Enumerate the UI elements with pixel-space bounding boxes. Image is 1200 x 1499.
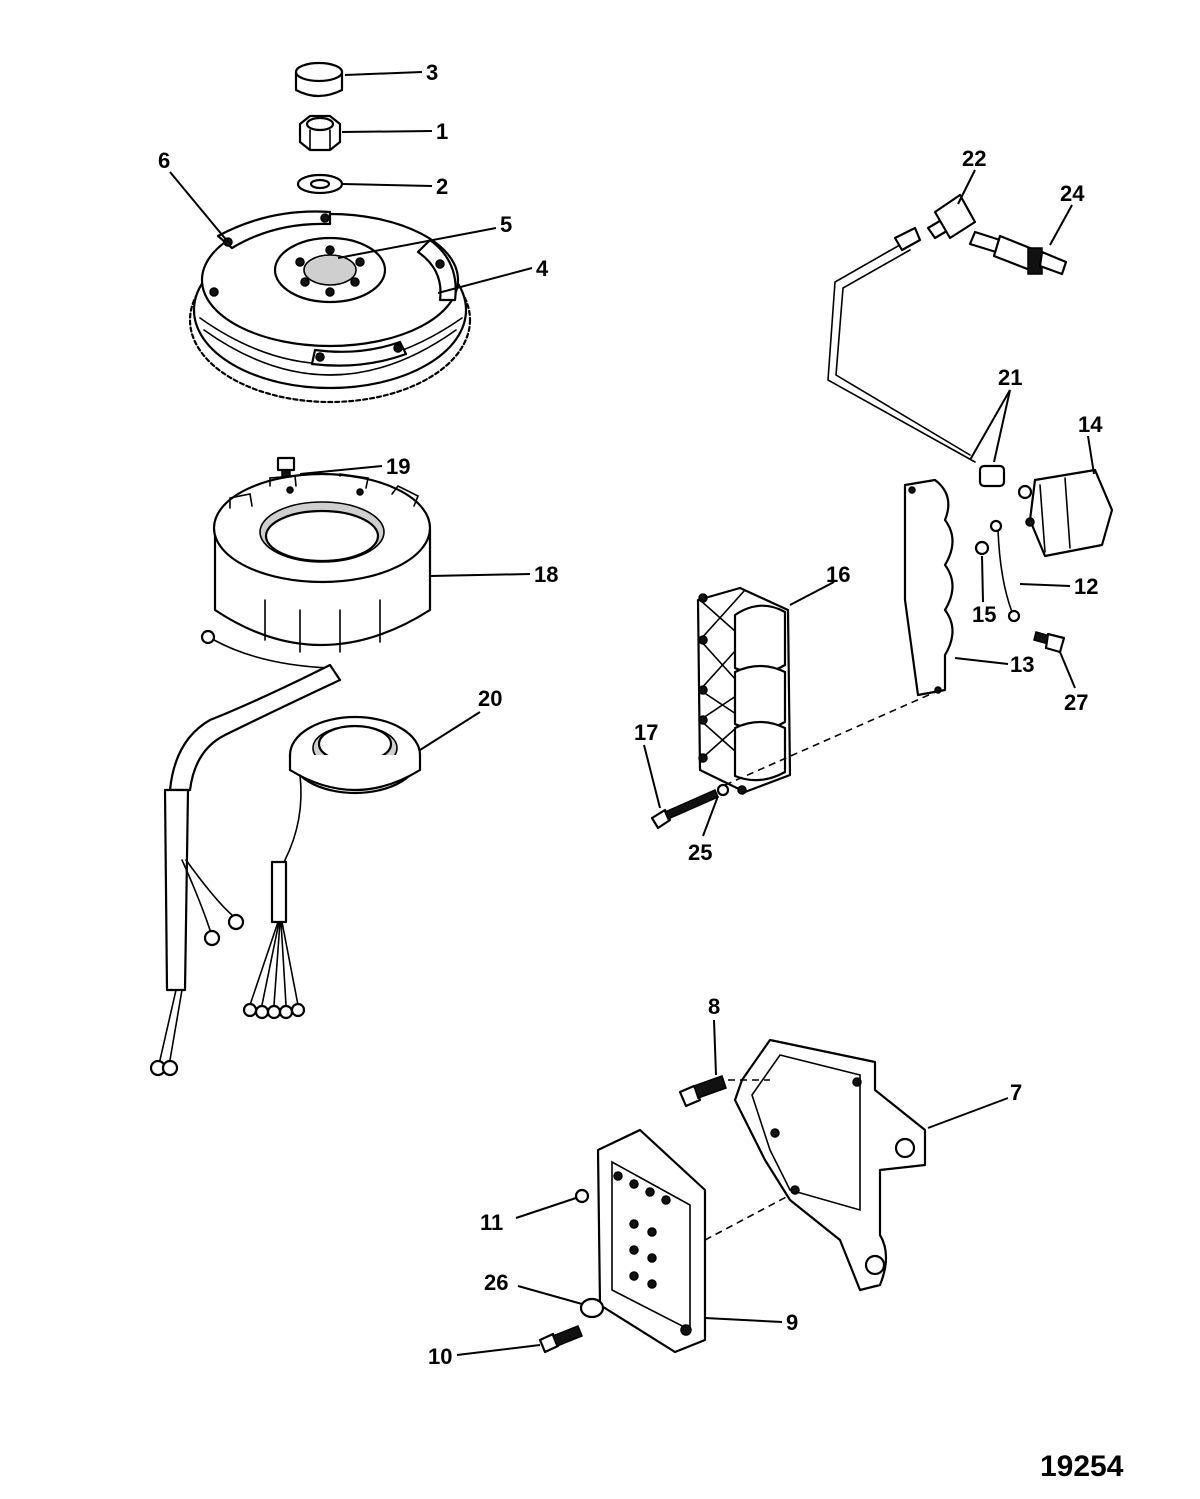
spark-plug-boot-part-22	[893, 193, 977, 252]
washer-part-2	[296, 173, 344, 195]
callout-17: 17	[634, 720, 658, 745]
callout-2: 2	[436, 174, 448, 199]
screw-part-8	[678, 1075, 727, 1108]
callout-16: 16	[826, 562, 850, 587]
callout-5: 5	[500, 212, 512, 237]
callout-3: 3	[426, 60, 438, 85]
callout-21: 21	[998, 365, 1022, 390]
callout-4: 4	[536, 256, 549, 281]
callout-9: 9	[786, 1310, 798, 1335]
spark-plug-part-24	[968, 230, 1068, 276]
callout-15: 15	[972, 602, 996, 627]
callout-27: 27	[1064, 690, 1088, 715]
leader-lines	[169, 71, 1095, 1356]
screw-part-27	[1033, 631, 1066, 654]
trigger-part-20	[242, 715, 422, 1020]
callout-10: 10	[428, 1344, 452, 1369]
plate-part-13	[903, 478, 954, 697]
screw-part-10	[538, 1325, 583, 1354]
switch-box-part-16	[696, 586, 792, 795]
ground-strap-part-12	[989, 519, 1021, 623]
alignment-line	[704, 1194, 791, 1241]
spark-plug-lead-part-21	[827, 241, 1006, 488]
nut-part-11	[574, 1188, 590, 1204]
callout-19: 19	[386, 454, 410, 479]
figure-number: 19254	[1040, 1450, 1124, 1483]
alignment-line	[724, 689, 941, 786]
callout-22: 22	[962, 146, 986, 171]
spacer-part-26	[579, 1297, 605, 1319]
callout-8: 8	[708, 994, 720, 1019]
callout-25: 25	[688, 840, 712, 865]
stator-part-18	[149, 472, 432, 1077]
callout-20: 20	[478, 686, 502, 711]
weight-plates-part-6	[209, 210, 457, 367]
callout-7: 7	[1010, 1080, 1022, 1105]
callout-14: 14	[1078, 412, 1103, 437]
rectifier-part-9	[596, 1128, 707, 1354]
nut-part-15	[974, 540, 990, 556]
callout-24: 24	[1060, 181, 1085, 206]
callout-26: 26	[484, 1270, 508, 1295]
callout-1: 1	[436, 119, 448, 144]
nut-part-1	[298, 114, 342, 152]
bracket-part-7	[733, 1038, 927, 1292]
callout-13: 13	[1010, 652, 1034, 677]
cap-part-3	[294, 61, 344, 98]
ignition-coil-part-14	[1017, 468, 1114, 558]
callout-11: 11	[480, 1210, 503, 1235]
callout-18: 18	[534, 562, 558, 587]
callout-12: 12	[1074, 574, 1098, 599]
callout-6: 6	[158, 148, 170, 173]
washer-part-25	[716, 783, 730, 797]
